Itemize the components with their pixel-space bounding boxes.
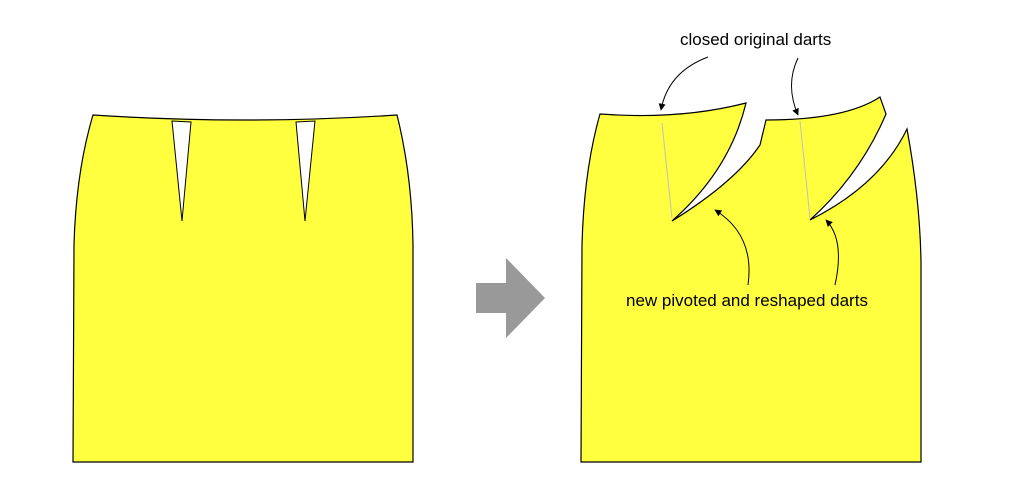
original-skirt-outline <box>72 114 414 463</box>
original-dart-right <box>295 120 316 222</box>
modified-skirt-panel <box>580 96 922 463</box>
modified-skirt-left-piece <box>580 96 922 463</box>
closed-dart-pointer-left <box>658 56 709 111</box>
new-dart-pointer-right <box>825 219 839 286</box>
closed-dart-guide-left <box>661 122 673 219</box>
closed-darts-label: closed original darts <box>680 30 831 49</box>
new-darts-label: new pivoted and reshaped darts <box>626 291 868 310</box>
original-skirt-panel <box>72 114 414 463</box>
original-dart-left <box>171 120 192 222</box>
new-dart-pointer-left <box>714 209 750 286</box>
closed-dart-guide-right <box>799 120 811 219</box>
closed-dart-pointer-right <box>791 57 799 116</box>
right-arrow-icon <box>476 258 545 338</box>
